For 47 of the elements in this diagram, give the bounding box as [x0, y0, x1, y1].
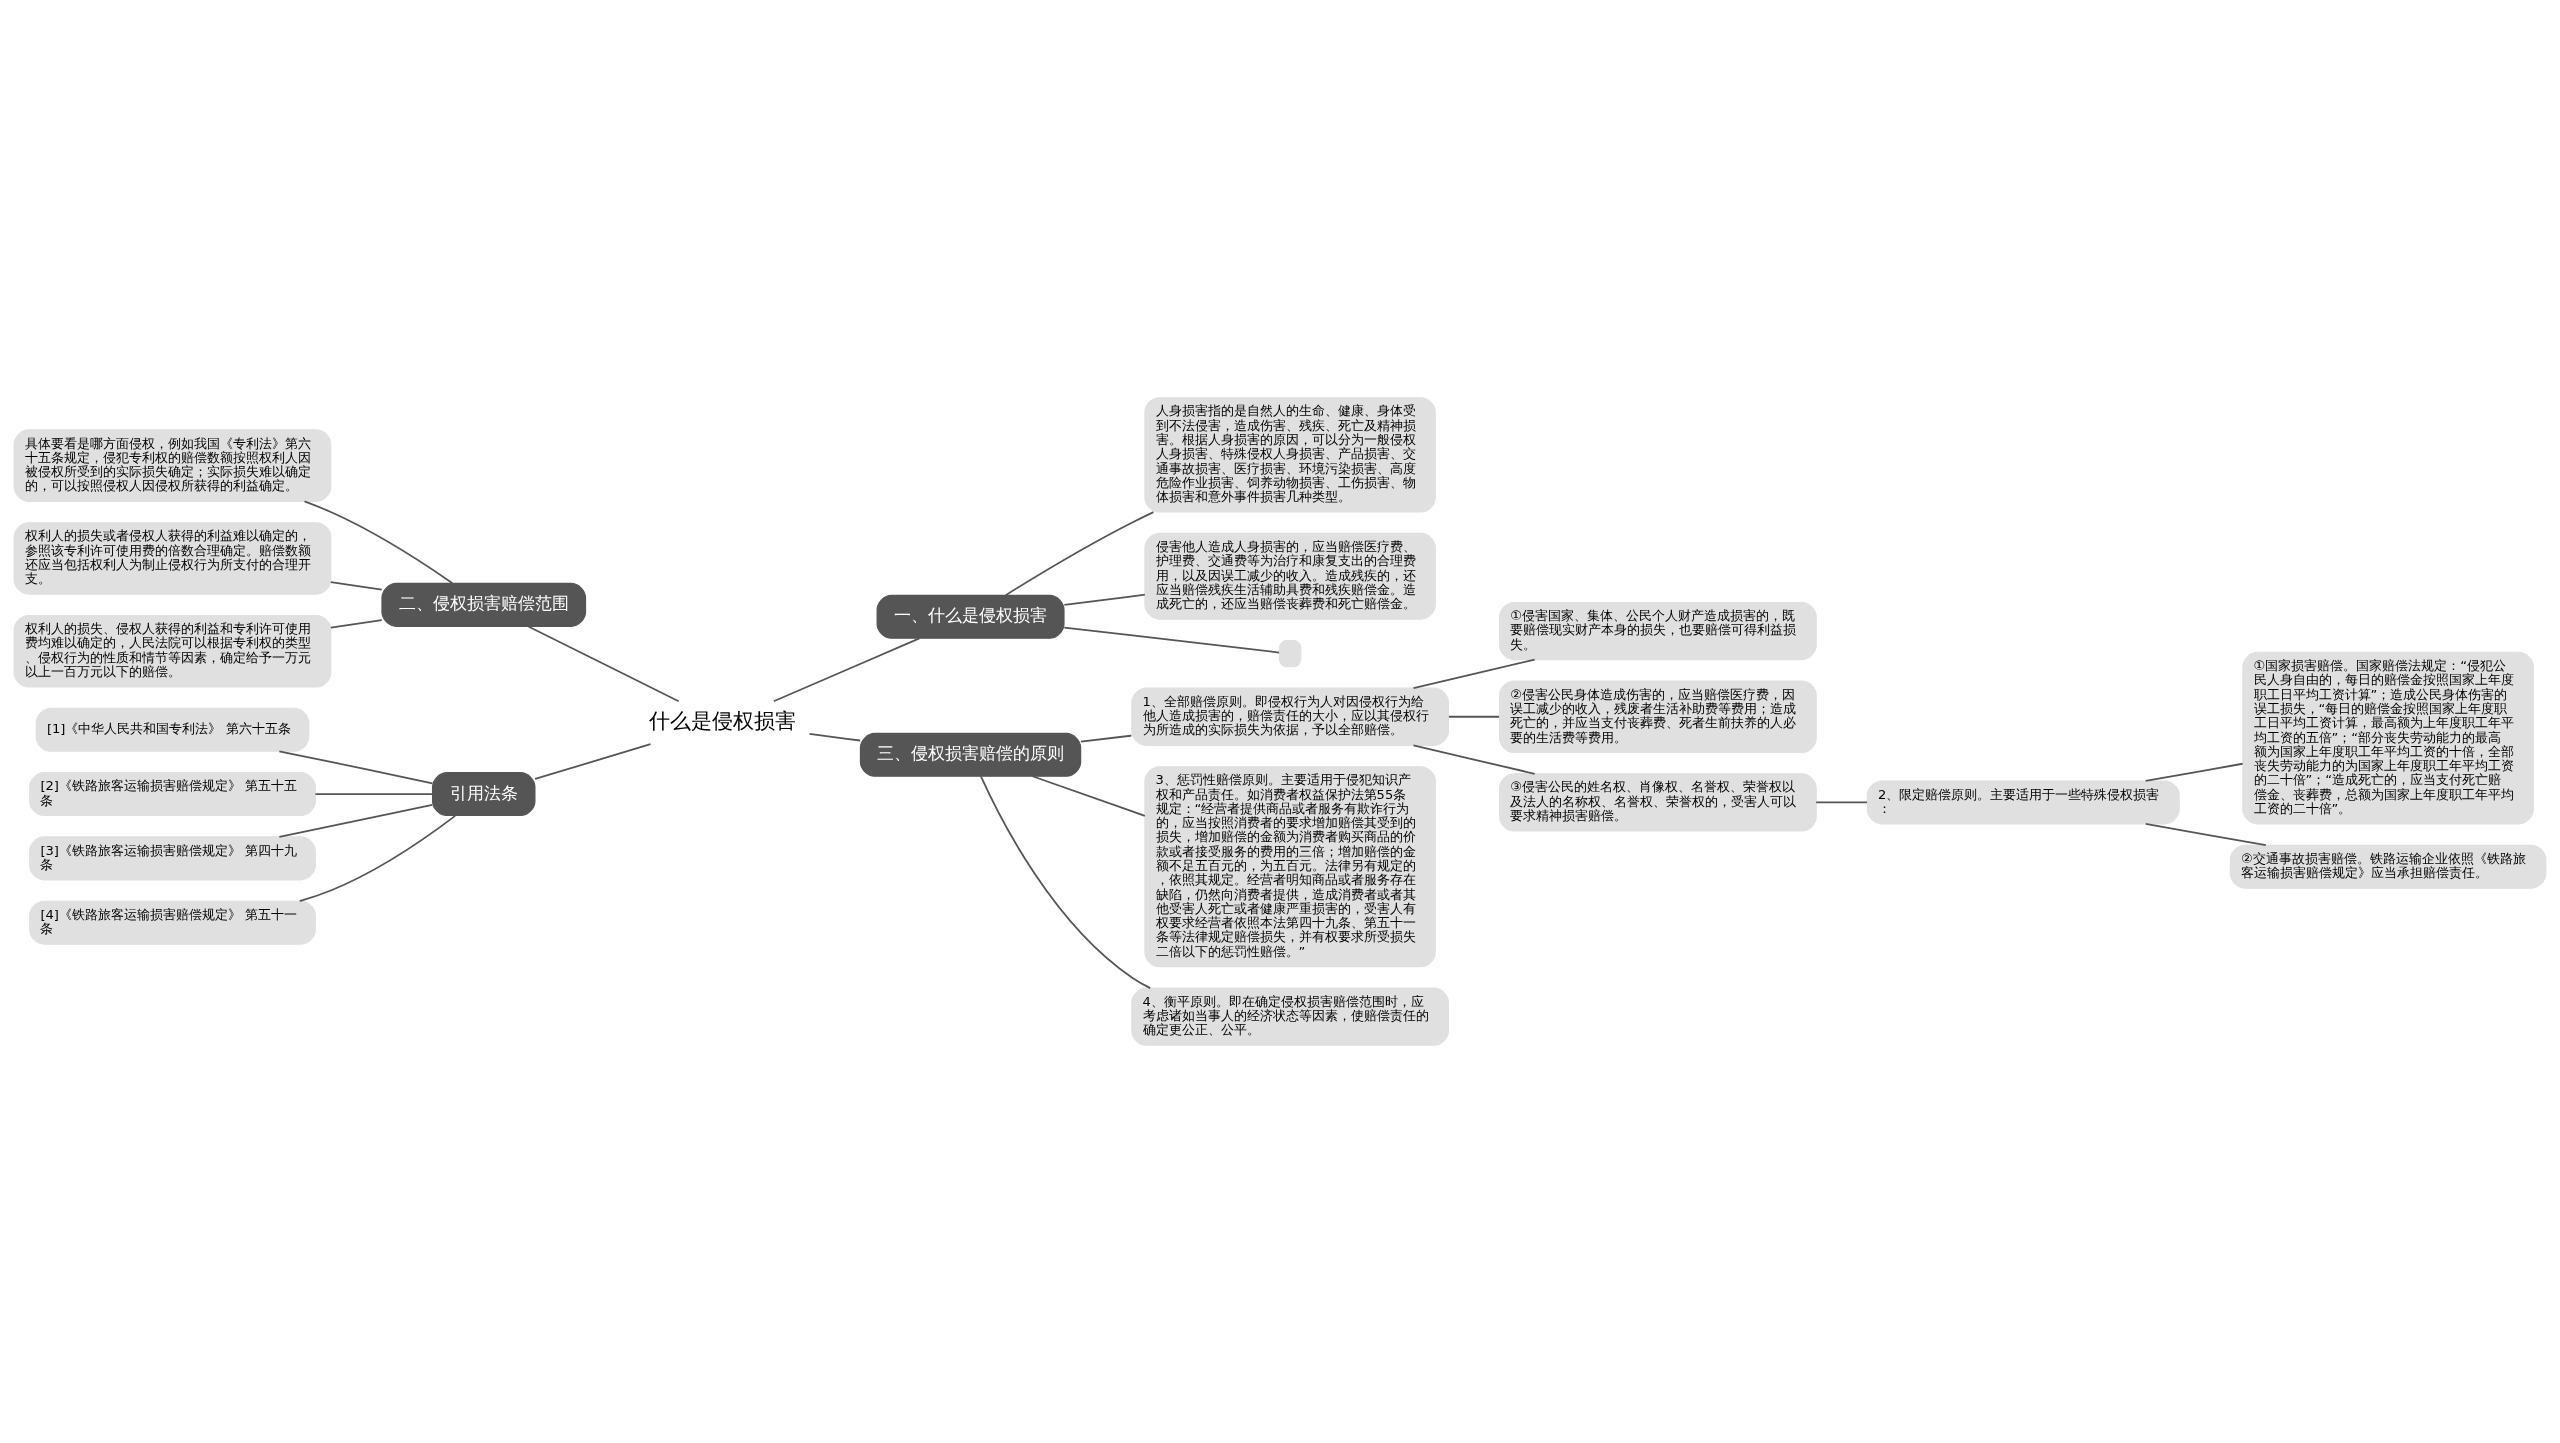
- node-box: ①国家损害赔偿。国家赔偿法规定：“侵犯公民人身自由的，每日的赔偿金按照国家上年度职工日平均工资计算”；造成公民身体伤害的误工损失，“每日的赔偿金按照国家上年度职工日平均工资计算，最高额为上年度职工年平均工资的五倍”；“部分丧失劳动能力的最高额为国家上年度职工年平均工资的十倍，全部丧失劳动能力的为国家上年度职工年平均工资的二十倍”；“造成死亡的，应当支付死亡赔偿金、丧葬费，总额为国家上年度职工年平均工资的二十倍”。: [2242, 651, 2534, 825]
- connector: [772, 637, 921, 703]
- node-box: 人身损害指的是自然人的生命、健康、身体受到不法侵害，造成伤害、残疾、死亡及精神损害。根据人身损害的原因，可以分为一般侵权人身损害、特殊侵权人身损害、产品损害、交通事故损害、医疗损害、环境污染损害、高度危险作业损害、饲养动物损害、工伤损害、物体损害和意外事件损害几种类型。: [1144, 397, 1436, 513]
- connector: [1412, 658, 1536, 689]
- node-box: 2、限定赔偿原则。主要适用于一些特殊侵权损害：: [1866, 780, 2180, 825]
- connector: [1080, 734, 1133, 743]
- node-box: ②侵害公民身体造成伤害的，应当赔偿医疗费，因误工减少的收入，残废者生活补助费等费用；造成死亡的，并应当支付丧葬费、死者生前扶养的人必要的生活费等费用。: [1499, 680, 1817, 754]
- node-box: 4、衡平原则。即在确定侵权损害赔偿范围时，应考虑诸如当事人的经济状态等因素，使赔偿责任的确定更公正、公平。: [1131, 987, 1449, 1046]
- node-box: [1]《中华人民共和国专利法》 第六十五条: [35, 707, 310, 752]
- connector: [329, 581, 383, 591]
- node-box: 三、侵权损害赔偿的原则: [859, 732, 1082, 777]
- node-box: 权利人的损失或者侵权人获得的利益难以确定的，参照该专利许可使用费的倍数合理确定。赔偿数额还应当包括权利人为制止侵权行为所支付的合理开支。: [13, 522, 332, 595]
- node-box: 侵害他人造成人身损害的，应当赔偿医疗费、护理费、交通费等为治疗和康复支出的合理费用，以及因误工减少的收入。造成残疾的，还应当赔偿残疾生活辅助具费和残疾赔偿金。造成死亡的，还应当赔偿丧葬费和死亡赔偿金。: [1144, 532, 1436, 620]
- node-box: 3、惩罚性赔偿原则。主要适用于侵犯知识产权和产品责任。如消费者权益保护法第55条规定：“经营者提供商品或者服务有欺诈行为的，应当按照消费者的要求增加赔偿其受到的损失，增加赔偿的金额为消费者购买商品的价款或者接受服务的费用的三倍；增加赔偿的金额不足五百元的，为五百元。法律另有规定的，依照其规定。经营者明知商品或者服务存在缺陷，仍然向消费者提供，造成消费者或者其他受害人死亡或者健康严重损害的，受害人有权要求经营者依照本法第四十九条、第五十一条等法律规定赔偿损失，并有权要求所受损失二倍以下的惩罚性赔偿。”: [1144, 766, 1436, 968]
- connector: [2144, 823, 2267, 847]
- connector: [1004, 511, 1155, 597]
- node-box: 一、什么是侵权损害: [876, 594, 1065, 639]
- connector: [298, 815, 457, 903]
- node-box: 引用法条: [431, 772, 536, 817]
- connector: [808, 733, 861, 742]
- node-box: 权利人的损失、侵权人获得的利益和专利许可使用费均难以确定的，人民法院可以根据专利权的类型、侵权行为的性质和情节等因素，确定给予一万元以上一百万元以下的赔偿。: [13, 614, 332, 688]
- node-box: 具体要看是哪方面侵权，例如我国《专利法》第六十五条规定，侵犯专利权的赔偿数额按照权利人因被侵权所受到的实际损失确定；实际损失难以确定的，可以按照侵权人因侵权所获得的利益确定。: [13, 429, 332, 502]
- node-box: [1278, 639, 1302, 668]
- connector: [534, 743, 652, 780]
- connector: [278, 803, 434, 838]
- connector: [1815, 801, 1868, 804]
- node-text: 什么是侵权损害: [649, 707, 797, 733]
- connector: [1031, 775, 1146, 817]
- connector: [2144, 762, 2244, 782]
- node-box: [3]《铁路旅客运输损害赔偿规定》 第四十九条: [29, 836, 316, 881]
- node-box: ①侵害国家、集体、公民个人财产造成损害的，既要赔偿现实财产本身的损失，也要赔偿可得利益损失。: [1499, 601, 1817, 661]
- connector: [278, 750, 434, 785]
- node-box: [2]《铁路旅客运输损害赔偿规定》 第五十五条: [29, 772, 316, 817]
- connector: [1412, 744, 1536, 775]
- node-box: [4]《铁路旅客运输损害赔偿规定》 第五十一条: [29, 900, 316, 945]
- connector: [303, 500, 454, 585]
- connector: [1063, 626, 1280, 654]
- node-box: 二、侵权损害赔偿范围: [381, 582, 587, 627]
- connector: [980, 775, 1152, 989]
- node-box: ②交通事故损害赔偿。铁路运输企业依照《铁路旅客运输损害赔偿规定》应当承担赔偿责任。: [2229, 844, 2547, 889]
- node-box: ③侵害公民的姓名权、肖像权、名誉权、荣誉权以及法人的名称权、名誉权、荣誉权的，受害人可以要求精神损害赔偿。: [1499, 773, 1817, 832]
- node-box: 1、全部赔偿原则。即侵权行为人对因侵权行为给他人造成损害的，赔偿责任的大小，应以其侵权行为所造成的实际损失为依据，予以全部赔偿。: [1131, 687, 1449, 746]
- connector: [1063, 593, 1146, 606]
- connector: [314, 793, 434, 795]
- connector: [527, 625, 680, 703]
- connector: [1448, 715, 1500, 718]
- connector: [329, 619, 383, 629]
